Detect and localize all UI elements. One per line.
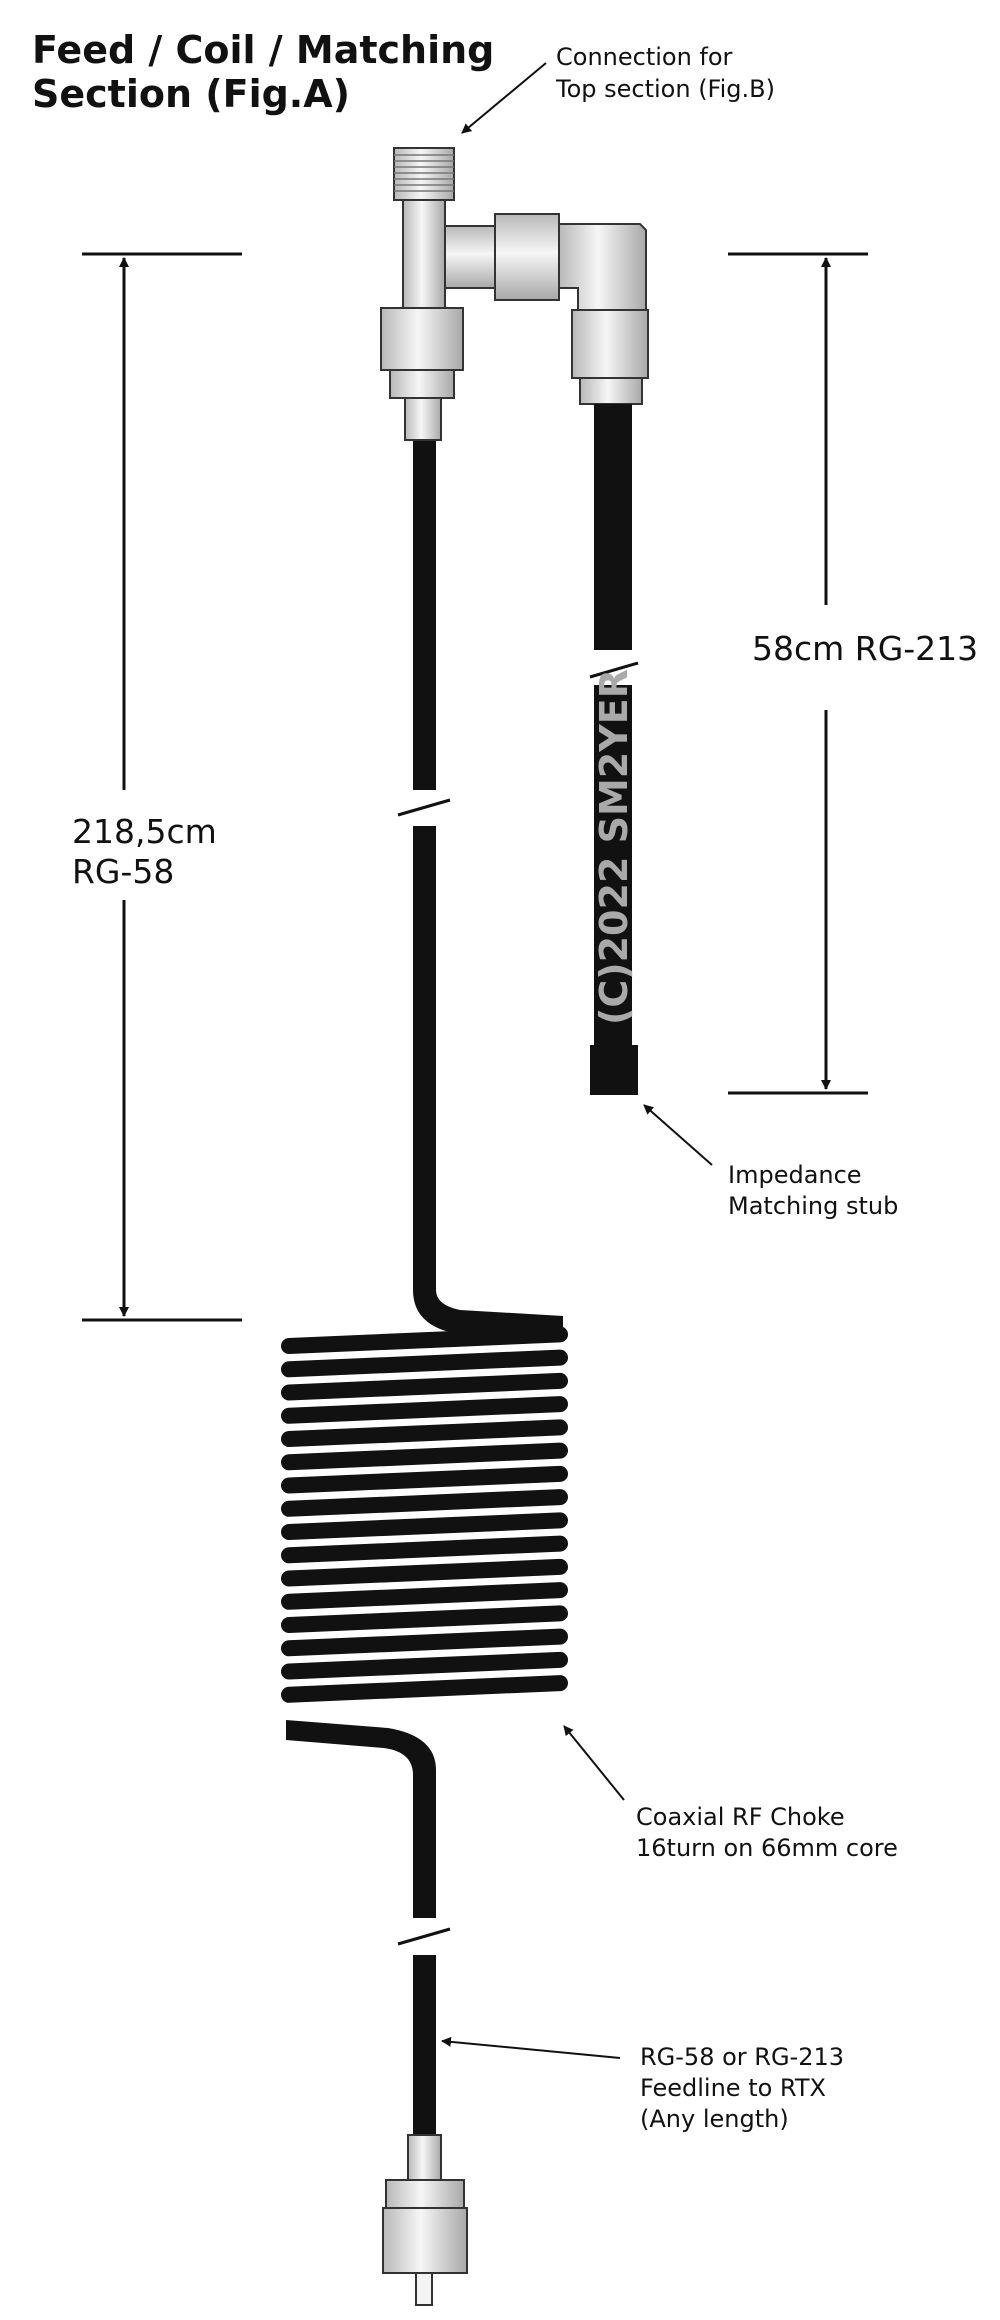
coil-turn bbox=[281, 1489, 568, 1517]
diagram-title-line1: Feed / Coil / Matching bbox=[32, 28, 494, 72]
main-dimension-label-line1: 218,5cm bbox=[72, 812, 217, 851]
rf-choke-coil bbox=[281, 1326, 568, 1703]
coil-turn bbox=[281, 1396, 568, 1424]
choke-label-line1: Coaxial RF Choke bbox=[636, 1803, 845, 1831]
stub-pointer-arrow bbox=[643, 1104, 713, 1166]
connection-label-line1: Connection for bbox=[556, 43, 733, 71]
coil-turn bbox=[281, 1558, 568, 1587]
copyright-watermark: (C)2022 SM2YER bbox=[592, 669, 636, 1025]
stub-label-line1: Impedance bbox=[728, 1161, 862, 1189]
coil-turn bbox=[281, 1651, 568, 1680]
coil-turn bbox=[281, 1349, 568, 1378]
coil-turn bbox=[281, 1326, 568, 1354]
coil-turn bbox=[281, 1605, 568, 1633]
feedline-label-line1: RG-58 or RG-213 bbox=[640, 2043, 844, 2071]
feedline-label-line3: (Any length) bbox=[640, 2105, 789, 2133]
t-connector-assembly bbox=[380, 147, 649, 441]
choke-label-line2: 16turn on 66mm core bbox=[636, 1834, 898, 1862]
coil-turn bbox=[281, 1535, 568, 1564]
diagram-title-line2: Section (Fig.A) bbox=[32, 72, 350, 116]
main-feed-cable bbox=[397, 440, 563, 1334]
coil-turn bbox=[281, 1675, 568, 1703]
matching-stub-cable bbox=[589, 404, 639, 1095]
connection-pointer-arrow bbox=[461, 62, 547, 134]
connection-label-line2: Top section (Fig.B) bbox=[555, 75, 775, 103]
feedline-label-line2: Feedline to RTX bbox=[640, 2074, 826, 2102]
coil-turn bbox=[281, 1628, 568, 1657]
feedline-pointer-arrow bbox=[441, 2036, 621, 2059]
main-dimension-label-line2: RG-58 bbox=[72, 852, 174, 891]
coil-turn bbox=[281, 1419, 568, 1447]
coil-turn bbox=[281, 1465, 568, 1494]
stub-dimension-label: 58cm RG-213 bbox=[752, 629, 978, 668]
coil-turn bbox=[281, 1442, 568, 1471]
bottom-pl259-connector bbox=[382, 2134, 468, 2306]
stub-dimension bbox=[728, 252, 868, 1095]
main-dimension bbox=[82, 252, 242, 1322]
coil-turn bbox=[281, 1512, 568, 1540]
coil-turn bbox=[281, 1582, 568, 1610]
stub-label-line2: Matching stub bbox=[728, 1192, 898, 1220]
choke-pointer-arrow bbox=[563, 1725, 625, 1801]
feedline-cable bbox=[286, 1720, 451, 2135]
coil-turn bbox=[281, 1372, 568, 1401]
